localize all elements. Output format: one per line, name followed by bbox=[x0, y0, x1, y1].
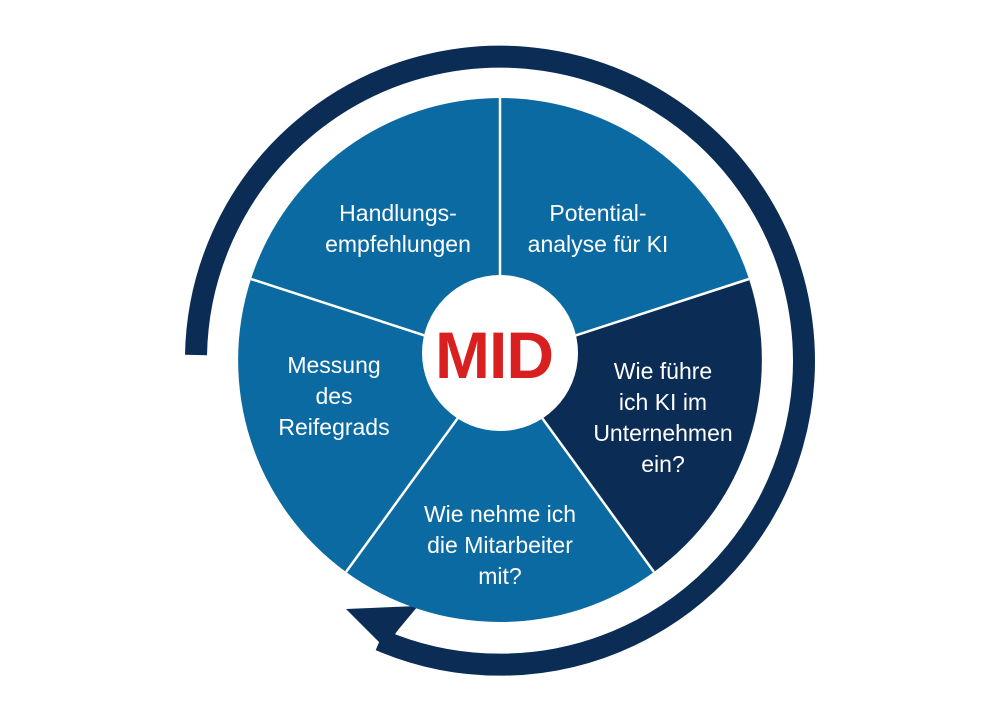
svg-text:analyse für KI: analyse für KI bbox=[528, 231, 669, 257]
cycle-arrow bbox=[185, 45, 815, 676]
svg-text:Unternehmen: Unternehmen bbox=[593, 420, 732, 446]
cycle-arc bbox=[185, 45, 815, 676]
svg-text:Handlungs-: Handlungs- bbox=[339, 200, 457, 226]
svg-text:Reifegrads: Reifegrads bbox=[278, 414, 389, 440]
label-ki-einfuehren: Wie führe ich KI im Unternehmen ein? bbox=[593, 358, 732, 477]
svg-text:Wie führe: Wie führe bbox=[614, 358, 712, 384]
svg-text:mit?: mit? bbox=[478, 563, 521, 589]
label-mitarbeiter: Wie nehme ich die Mitarbeiter mit? bbox=[424, 501, 576, 589]
mid-logo: MID bbox=[435, 318, 553, 392]
svg-text:des: des bbox=[315, 383, 352, 409]
pie: MID bbox=[238, 98, 762, 623]
segment-handlungsempfehlungen[interactable] bbox=[251, 98, 500, 360]
svg-text:Wie nehme ich: Wie nehme ich bbox=[424, 501, 576, 527]
svg-text:ein?: ein? bbox=[641, 451, 684, 477]
svg-text:die Mitarbeiter: die Mitarbeiter bbox=[427, 532, 573, 558]
center-circle bbox=[422, 275, 578, 431]
label-reifegrad: Messung des Reifegrads bbox=[278, 352, 389, 440]
label-potentialanalyse: Potential- analyse für KI bbox=[528, 200, 669, 257]
arrowhead-icon bbox=[346, 606, 418, 648]
segment-potentialanalyse[interactable] bbox=[500, 98, 749, 360]
segment-mitarbeiter[interactable] bbox=[346, 360, 654, 623]
label-handlungsempfehlungen: Handlungs- empfehlungen bbox=[325, 200, 471, 257]
svg-text:Messung: Messung bbox=[287, 352, 380, 378]
svg-text:empfehlungen: empfehlungen bbox=[325, 231, 471, 257]
svg-text:Potential-: Potential- bbox=[549, 200, 646, 226]
svg-text:ich KI im: ich KI im bbox=[619, 389, 707, 415]
